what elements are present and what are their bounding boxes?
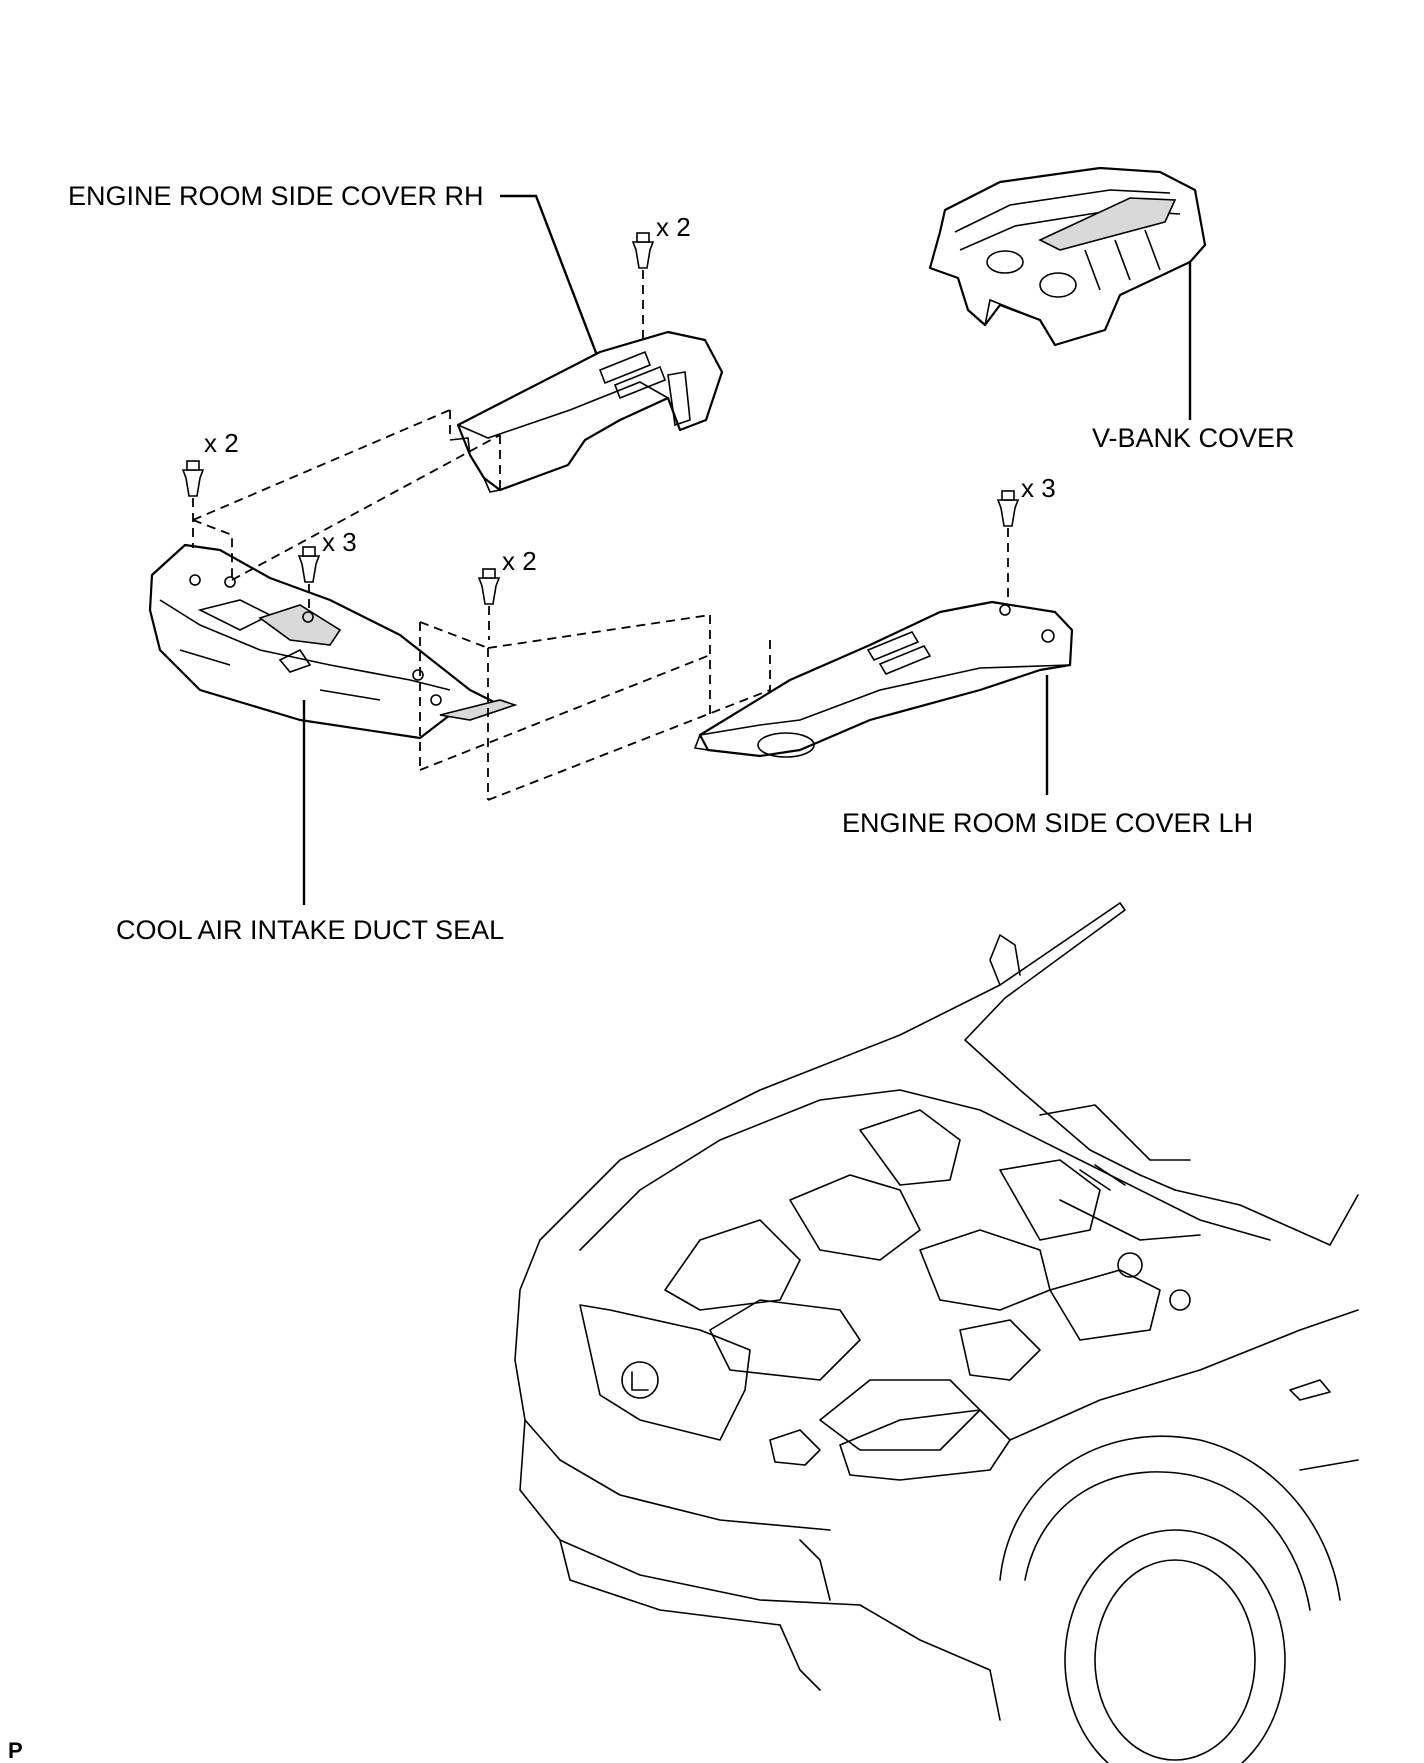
lh-clip-qty: x 3 [1021, 473, 1056, 503]
seal-right-clip-qty: x 2 [502, 546, 537, 576]
duct-seal [148, 543, 518, 740]
alignment-guides-rh [192, 409, 501, 581]
seal-left-clip-qty: x 2 [204, 428, 239, 458]
rh-clip-qty: x 2 [656, 212, 691, 242]
side-cover-rh-label: ENGINE ROOM SIDE COVER RH [68, 181, 484, 211]
v-bank-cover [928, 166, 1207, 347]
figure-code: P [8, 1738, 23, 1763]
seal-center-clip-qty: x 3 [322, 527, 357, 557]
v-bank-cover-label: V-BANK COVER [1092, 423, 1295, 453]
side-cover-lh-label: ENGINE ROOM SIDE COVER LH [842, 808, 1253, 838]
side-cover-rh-leader [500, 194, 600, 359]
clip-icon [477, 568, 501, 605]
duct-seal-label: COOL AIR INTAKE DUCT SEAL [116, 915, 504, 945]
side-cover-lh [693, 600, 1074, 758]
clip-icon [181, 460, 205, 497]
clip-icon [297, 546, 321, 583]
clip-icon [996, 490, 1020, 527]
clip-icon [631, 232, 655, 269]
vehicle-illustration [514, 902, 1359, 1763]
side-cover-rh [449, 330, 724, 493]
